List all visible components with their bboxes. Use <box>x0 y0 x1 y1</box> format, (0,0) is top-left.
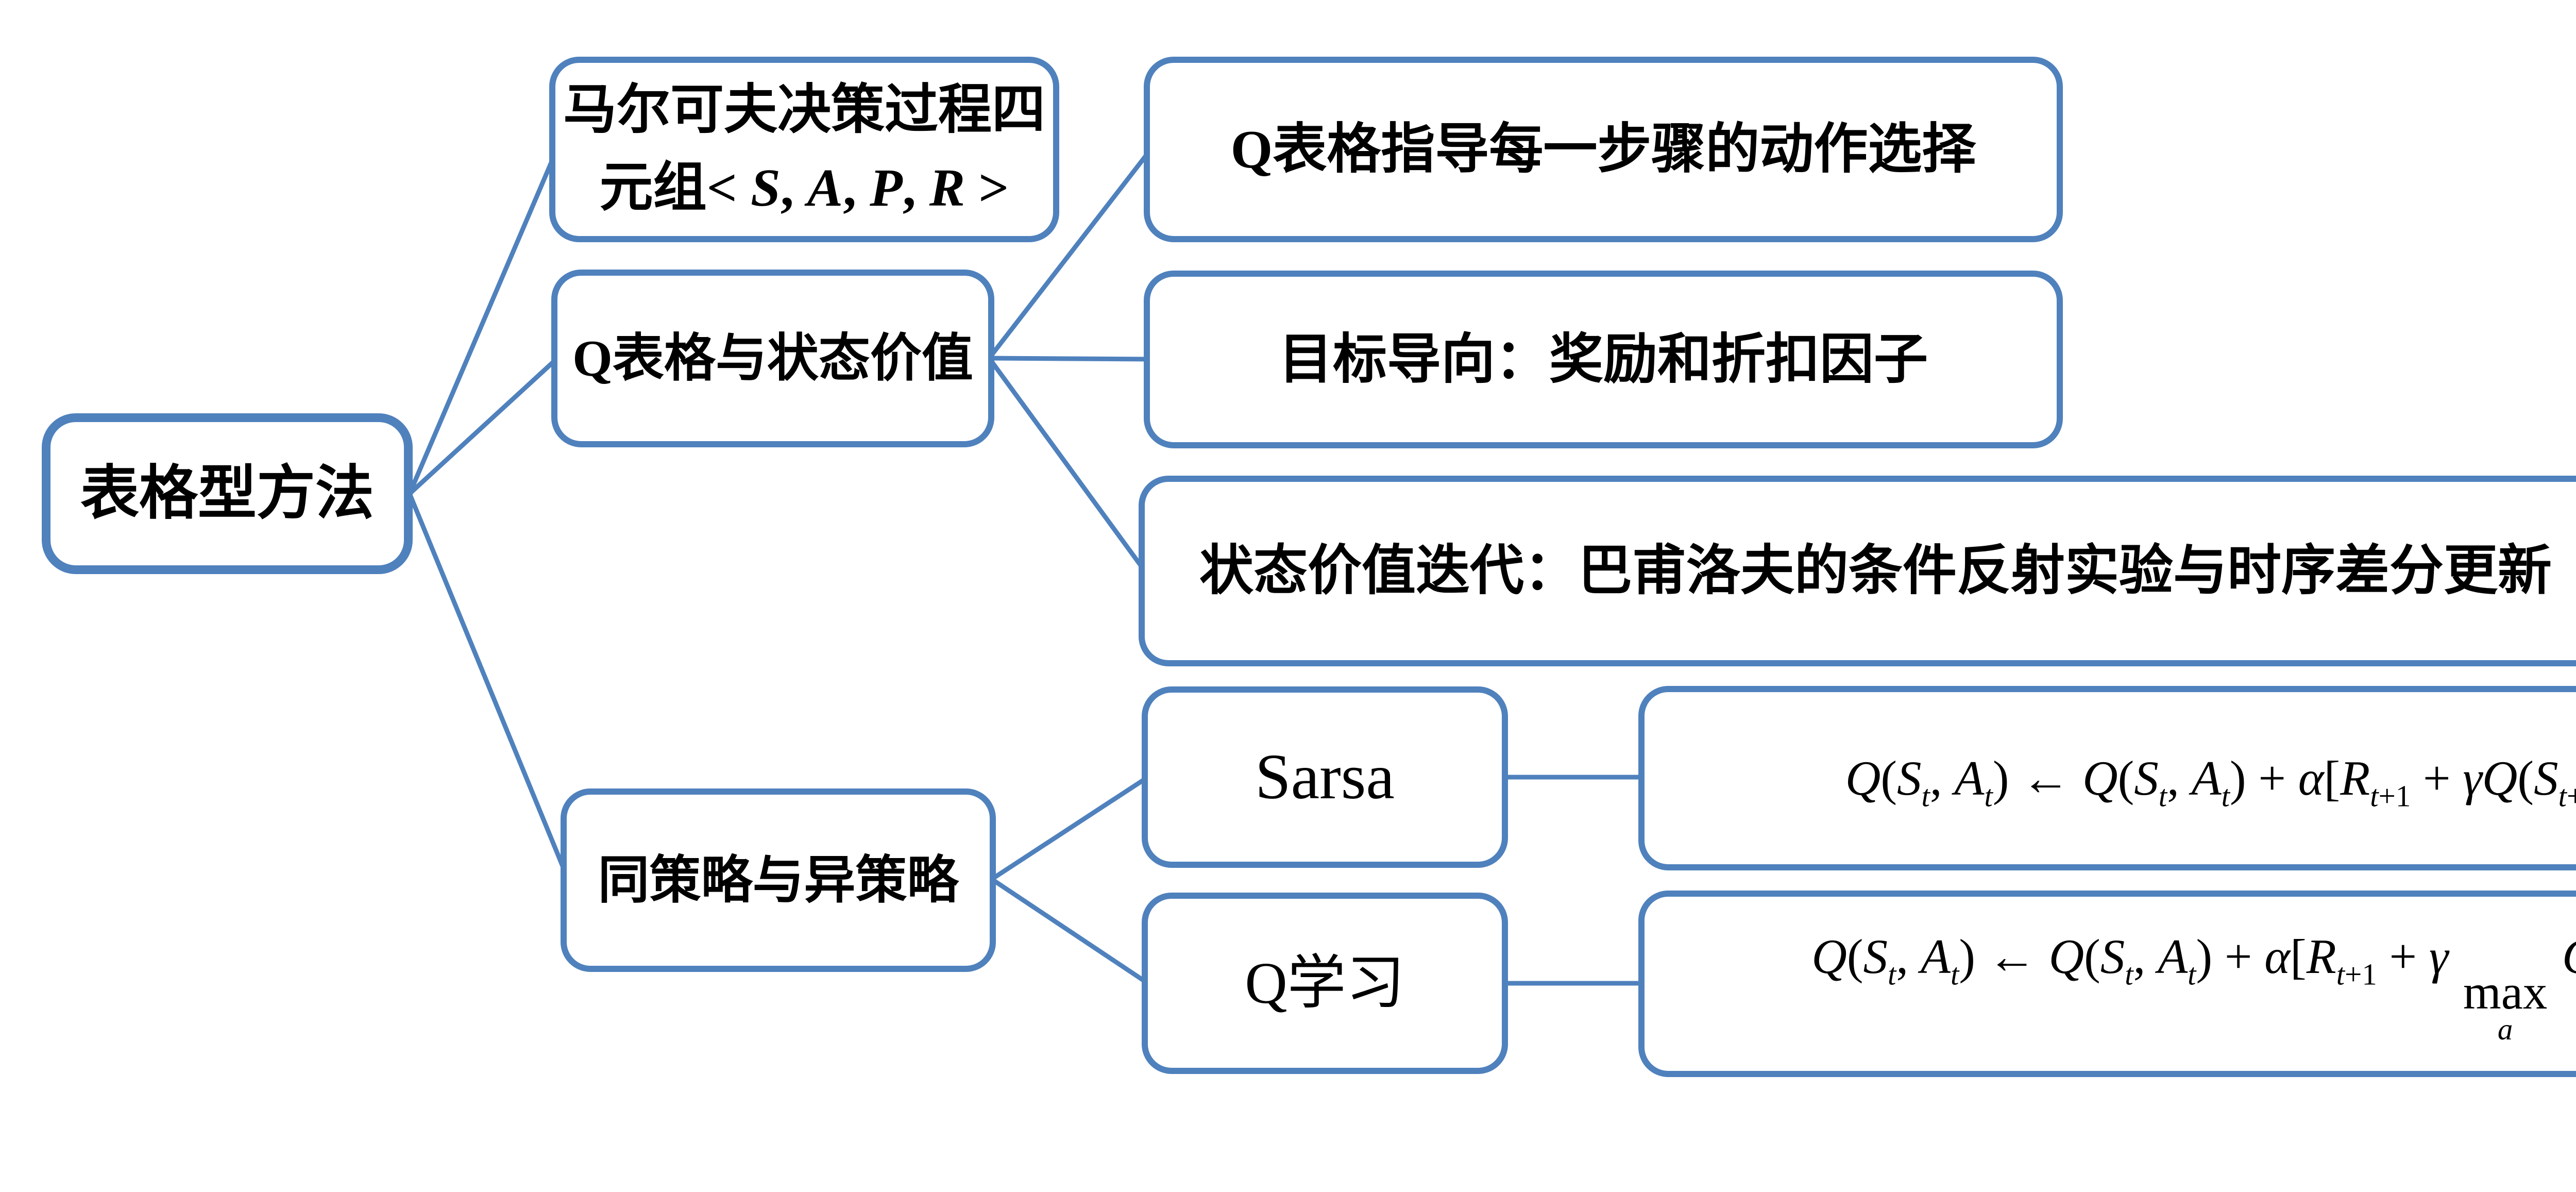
node-label: Q学习 <box>1245 950 1405 1016</box>
node-label: 目标导向：奖励和折扣因子 <box>1278 329 1928 390</box>
edge-qtable-valueiter <box>987 357 1147 573</box>
node-label-line2-prefix: 元组 <box>599 158 707 217</box>
edge-root-qtable <box>408 356 560 496</box>
edge-root-policy <box>407 493 569 877</box>
node-q-learning[interactable]: Q学习 <box>1142 893 1508 1074</box>
node-q-table-state-value[interactable]: Q表格与状态价值 <box>551 270 994 447</box>
edge-policy-qlearning <box>990 877 1149 985</box>
node-on-policy-off-policy[interactable]: 同策略与异策略 <box>561 788 996 972</box>
edge-qtable-goal <box>989 356 1150 362</box>
node-label-line1: 马尔可夫决策过程四 <box>563 80 1045 140</box>
node-sarsa[interactable]: Sarsa <box>1142 686 1508 868</box>
node-goal-oriented-reward-discount[interactable]: 目标导向：奖励和折扣因子 <box>1144 271 2063 448</box>
mdp-tuple-math: < S, A, P, R > <box>706 158 1009 217</box>
node-sarsa-update-formula[interactable]: Q(St, At) ← Q(St, At) + α[Rt+1 + γQ(St+1… <box>1638 686 2576 870</box>
node-label-line2: 元组< S, A, P, R > <box>600 149 1009 227</box>
node-label: Q表格指导每一步骤的动作选择 <box>1230 119 1976 180</box>
node-tabular-methods[interactable]: 表格型方法 <box>42 413 413 574</box>
node-label: 表格型方法 <box>80 461 374 527</box>
node-label: 同策略与异策略 <box>598 851 959 909</box>
edge-policy-sarsa <box>990 775 1149 881</box>
sarsa-formula: Q(St, At) ← Q(St, At) + α[Rt+1 + γQ(St+1… <box>1845 750 2576 813</box>
node-mdp-tuple[interactable]: 马尔可夫决策过程四 元组< S, A, P, R > <box>549 57 1059 242</box>
node-q-table-guides-actions[interactable]: Q表格指导每一步骤的动作选择 <box>1144 57 2063 242</box>
node-state-value-iteration[interactable]: 状态价值迭代：巴甫洛夫的条件反射实验与时序差分更新 <box>1139 476 2576 666</box>
node-label: 状态价值迭代：巴甫洛夫的条件反射实验与时序差分更新 <box>1199 541 2552 601</box>
edge-qtable-qguide <box>987 149 1152 360</box>
node-label: Q表格与状态价值 <box>572 330 973 387</box>
node-label: Sarsa <box>1255 741 1395 813</box>
edge-root-mdp <box>407 149 559 495</box>
